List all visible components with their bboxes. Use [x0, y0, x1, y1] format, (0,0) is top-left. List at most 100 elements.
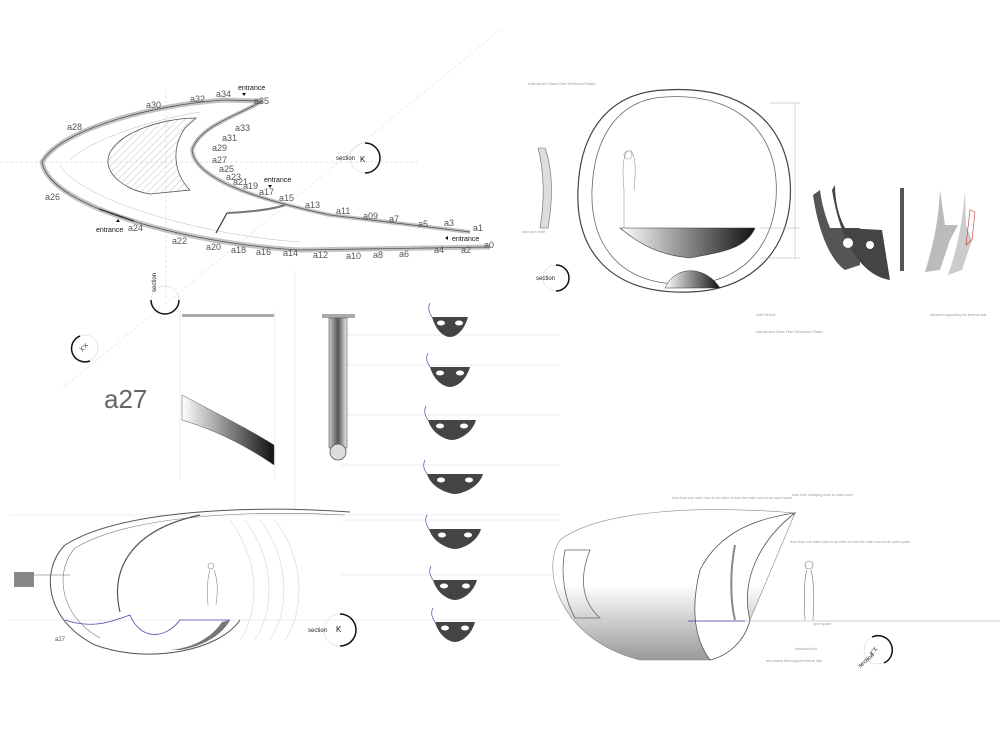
plan-entrances: entrance entrance entrance entrance [96, 85, 479, 243]
plan-point-a20: a20 [206, 242, 221, 252]
plan-point-a7: a7 [389, 214, 399, 224]
plan-point-a09: a09 [363, 211, 378, 221]
grid-lines [10, 270, 560, 621]
plan-point-a3: a3 [444, 218, 454, 228]
plan-point-a15: a15 [279, 193, 294, 203]
rib-sections [423, 302, 483, 642]
note: door arch ext/ft [522, 230, 545, 234]
plan-point-a10: a10 [346, 251, 361, 261]
rib-hole [437, 477, 445, 483]
plan-point-a24: a24 [128, 223, 143, 233]
section-label: section [336, 156, 355, 162]
entrance-label: entrance [452, 236, 479, 243]
section-letter: K [336, 625, 342, 634]
rib-section [429, 529, 481, 549]
entrance-label: entrance [96, 227, 123, 234]
section-label: section [308, 628, 327, 634]
plan-point-a28: a28 [67, 122, 82, 132]
plan-point-a4: a4 [434, 245, 444, 255]
rib-section [427, 474, 483, 494]
section-label: section [536, 276, 555, 282]
note: door from one main room to an other or f… [672, 496, 792, 500]
rib-hole [441, 625, 449, 631]
rib-section [433, 580, 477, 600]
section-letter: X'X [79, 343, 90, 354]
plan-point-a31: a31 [222, 133, 237, 143]
rib-section [430, 367, 470, 387]
plan-point-a26: a26 [45, 192, 60, 202]
plan-point-a19: a19 [243, 181, 258, 191]
note: rest panels that support internal skin [766, 659, 822, 663]
floor-plan [39, 97, 491, 253]
plan-point-a6: a6 [399, 249, 409, 259]
plan-point-a30: a30 [146, 100, 161, 110]
plan-point-a27: a27 [212, 155, 227, 165]
note: door from changing room to main room [792, 493, 853, 497]
plan-point-a18: a18 [231, 245, 246, 255]
detail-a27: a27 [104, 314, 355, 466]
detail-title: a27 [104, 384, 147, 414]
note: shell Gercell [756, 313, 775, 317]
rib-hole [465, 477, 473, 483]
section-letter: X'X [869, 646, 879, 657]
rib-section [432, 317, 468, 337]
rib-hole [436, 423, 444, 429]
section-marker-xx: X'X [70, 334, 99, 363]
rib-hole [462, 583, 470, 589]
rib-section [435, 622, 475, 642]
rib-hole [464, 532, 472, 538]
plan-point-a1: a1 [473, 223, 483, 233]
point-label: a27 [55, 637, 66, 643]
section-label: section [152, 273, 158, 292]
plan-point-a21: a21 [233, 177, 248, 187]
plan-point-a11: a11 [336, 206, 350, 216]
plan-point-a23: a23 [226, 172, 241, 182]
plan-point-a16: a16 [256, 247, 271, 257]
section-letter: K [360, 155, 366, 164]
rib-edge [424, 405, 429, 421]
section-label: section [857, 653, 875, 670]
plan-point-a2: a2 [461, 245, 471, 255]
plan-point-a8: a8 [373, 250, 383, 260]
entrance-label: entrance [238, 85, 265, 92]
plan-point-a5: a5 [418, 219, 428, 229]
rib-hole [440, 583, 448, 589]
note: structural tube [795, 647, 817, 651]
plan-point-labels: a0a1a2a3a4a5a6a7a8a09a10a11a12a13a14a15a… [45, 89, 494, 261]
rib-hole [460, 423, 468, 429]
plan-point-a33: a33 [235, 123, 250, 133]
rib-hole [461, 625, 469, 631]
plan-point-a14: a14 [283, 248, 298, 258]
section-marker-l: section [150, 273, 180, 315]
rib-edge [428, 302, 433, 318]
note: door from one main room to an other or f… [790, 540, 910, 544]
construction-lines [0, 29, 501, 391]
rib-hole [437, 320, 445, 326]
section-marker-k: section K [336, 142, 381, 174]
rib-hole [456, 370, 464, 376]
cross-section: section external skin Glass Fiber Reinfo… [522, 82, 986, 334]
rib-hole [455, 320, 463, 326]
plan-point-a32: a32 [190, 94, 205, 104]
plan-point-a0: a0 [484, 240, 494, 250]
rib-edge [431, 607, 436, 623]
plan-point-a35: a35 [254, 96, 269, 106]
rib-hole [438, 532, 446, 538]
structure-ribs-3d [813, 185, 976, 280]
rib-section [428, 420, 476, 440]
rib-hole [436, 370, 444, 376]
perspective-view: door from one main room to an other or f… [552, 493, 1000, 670]
plan-point-a29: a29 [212, 143, 227, 153]
entrance-label: entrance [264, 177, 291, 184]
plan-point-a17: a17 [259, 187, 274, 197]
long-section: a27 section K [14, 508, 357, 655]
note: open space [813, 622, 831, 626]
rib-edge [429, 565, 434, 581]
note: internal skin Glass Fiber Reinforced Pla… [756, 330, 823, 334]
note: external skin Glass Fiber Reinforced Pla… [528, 82, 596, 86]
rib-edge [425, 514, 430, 530]
rib-edge [426, 352, 431, 368]
plan-point-a25: a25 [219, 164, 234, 174]
